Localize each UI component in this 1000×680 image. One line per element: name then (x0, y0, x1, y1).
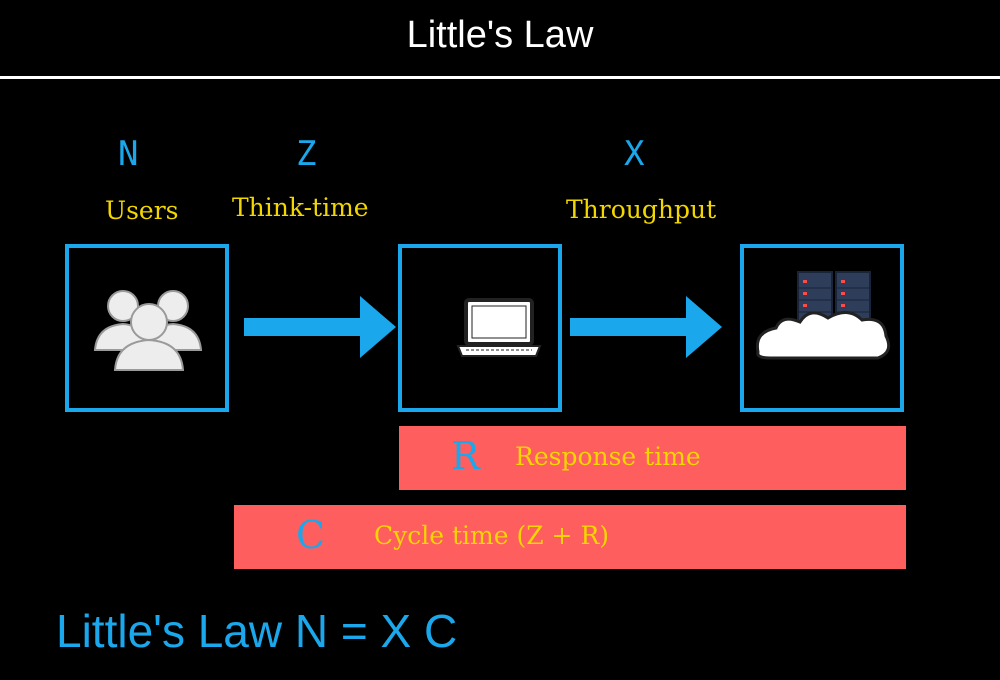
label-think-time: Think-time (232, 193, 369, 222)
client-box (398, 244, 562, 412)
label-users: Users (105, 196, 179, 225)
page-title: Little's Law (406, 14, 594, 56)
cycle-label: Cycle time (Z + R) (374, 521, 610, 550)
response-label: Response time (515, 442, 701, 471)
response-time-bar: R Response time (399, 426, 906, 490)
symbol-z: Z (296, 134, 317, 174)
users-icon (93, 290, 203, 371)
symbol-n: N (118, 134, 139, 174)
server-box (740, 244, 904, 412)
cycle-symbol: C (296, 513, 326, 557)
symbol-x: X (624, 134, 645, 174)
users-box (65, 244, 229, 412)
title-divider (0, 76, 1000, 79)
arrow-right-icon (244, 296, 396, 358)
cycle-time-bar: C Cycle time (Z + R) (234, 505, 906, 569)
cloud-server-icon (755, 271, 891, 360)
label-throughput: Throughput (566, 195, 717, 224)
laptop-icon (456, 298, 542, 357)
arrow-right-icon (570, 296, 722, 358)
response-symbol: R (451, 434, 480, 478)
formula: Little's Law N = X C (56, 605, 458, 657)
